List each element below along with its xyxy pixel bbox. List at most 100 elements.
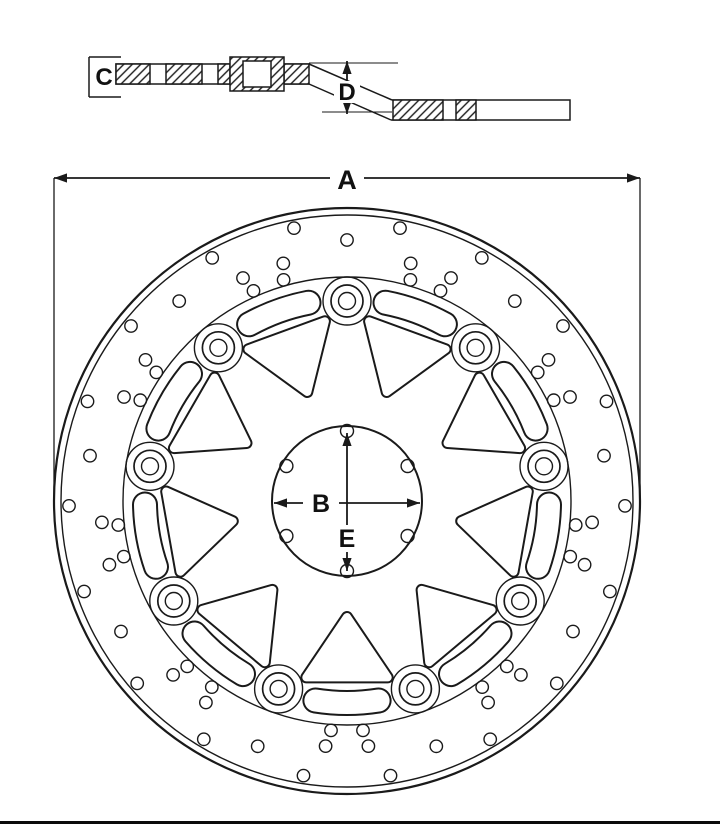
rivet-lobe [149, 576, 199, 626]
drill-hole [549, 676, 564, 691]
drill-hole [204, 680, 219, 694]
carrier-cutouts [132, 289, 562, 716]
drill-hole [124, 319, 138, 333]
arrowhead [342, 558, 352, 571]
drill-hole [361, 739, 376, 753]
drill-hole [393, 221, 407, 236]
drill-hole [149, 365, 164, 380]
rivet-lobe [390, 664, 441, 714]
dim-label-a: A [337, 165, 357, 195]
arrowhead [342, 433, 352, 446]
rivet-center [466, 338, 485, 357]
cross-section-view [88, 56, 571, 121]
rivet-button [398, 672, 433, 706]
rivet-button [261, 672, 296, 706]
drill-hole [474, 250, 489, 265]
hatch-segment [115, 63, 151, 85]
arrowhead [342, 101, 352, 114]
rivet-lobe [450, 323, 501, 373]
label-mask [334, 525, 361, 552]
drill-hole [433, 283, 448, 298]
arrowhead [407, 498, 420, 508]
rivet-lobe [322, 276, 372, 326]
rivet-center [140, 457, 160, 476]
hub-bore-section [242, 60, 272, 88]
label-mask [330, 167, 364, 191]
dim-label-e: E [339, 525, 356, 553]
outer-inner-ring [60, 214, 634, 788]
dim-label-b: B [312, 490, 330, 518]
hatch-segment [217, 63, 231, 85]
drill-hole [514, 668, 528, 682]
rivet-center [269, 679, 288, 699]
band-slot-inner [238, 291, 320, 336]
spoke-cutout-inner [457, 487, 532, 576]
spoke-cutout-inner [162, 487, 237, 576]
rivet-lobe [495, 576, 545, 626]
rivet-button [330, 284, 364, 318]
rivet-lobe [193, 323, 244, 373]
drill-hole [80, 394, 95, 409]
arrowhead [627, 173, 640, 183]
drill-hole [356, 723, 370, 738]
outer-edge-ring [52, 206, 642, 796]
rivet-center [209, 338, 228, 357]
drill-hole [95, 515, 109, 530]
rivet-center [406, 679, 425, 699]
rivet-button [201, 330, 236, 365]
rivet-center [164, 591, 184, 611]
drilled-holes [62, 221, 632, 783]
drill-hole [287, 221, 301, 236]
front-view [52, 206, 642, 796]
drill-hole [403, 272, 418, 287]
drill-hole [566, 624, 580, 639]
arrowhead [54, 173, 67, 183]
band-slot-inner [374, 291, 456, 336]
rivet-center [511, 591, 530, 611]
drill-hole [246, 283, 261, 298]
band-slot-inner [527, 493, 560, 578]
disc-rings [52, 206, 642, 796]
drill-hole [172, 294, 187, 308]
band-slot-inner [147, 362, 201, 440]
drill-hole [383, 768, 398, 783]
dim-label-d: D [338, 79, 355, 106]
dim-label-c: C [95, 64, 112, 91]
drill-hole [318, 739, 333, 753]
bolt-hole [279, 528, 294, 544]
rivet-button [133, 449, 167, 484]
drill-hole [585, 515, 599, 530]
drill-hole [117, 390, 131, 404]
rivet-buttons [125, 276, 569, 714]
dimension-labels: A C D B E [95, 64, 364, 553]
arrowhead [342, 61, 352, 74]
drill-hole [577, 557, 592, 572]
drill-hole [618, 498, 632, 513]
drill-hole [196, 732, 211, 747]
drill-hole [138, 352, 153, 367]
drill-hole [236, 271, 250, 285]
drill-hole [198, 695, 213, 710]
spoke-cutout-inner [244, 317, 329, 396]
bolt-hole [400, 528, 415, 544]
spoke-cutout-inner [365, 317, 450, 396]
thickness-bracket [88, 56, 121, 98]
rivet-button [503, 584, 538, 618]
drill-hole [340, 233, 354, 247]
drill-hole [483, 732, 498, 747]
image-bottom-border [0, 821, 720, 824]
drill-hole [563, 390, 577, 404]
drill-hole [111, 518, 126, 532]
drill-hole [507, 294, 522, 308]
spoke-cutout-inner [417, 585, 496, 667]
bolt-hole [400, 458, 415, 474]
spoke-cutout-inner [443, 373, 525, 453]
hub-circle [271, 425, 423, 577]
drill-hole [250, 739, 265, 754]
rivet-center [337, 291, 357, 311]
dimension-a [53, 173, 641, 502]
drill-hole [205, 250, 220, 265]
drill-hole [546, 393, 561, 408]
hatch-segment [165, 63, 203, 85]
